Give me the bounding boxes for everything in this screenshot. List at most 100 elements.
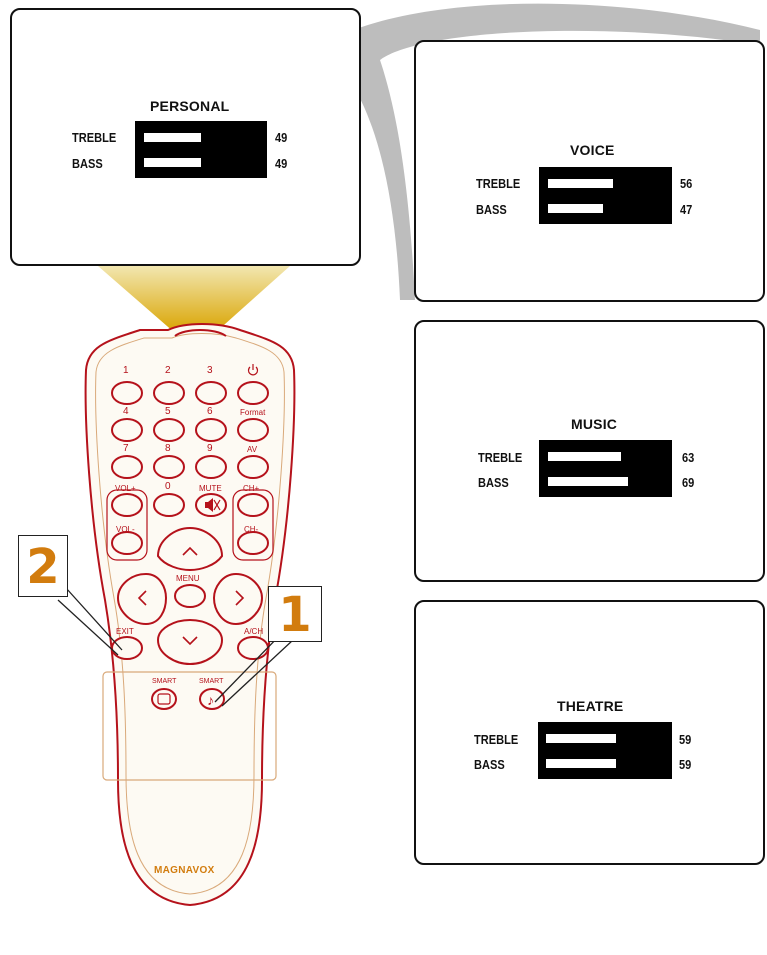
screen-music: MUSIC TREBLE BASS 63 69: [414, 320, 765, 582]
key-vol-plus: [111, 493, 143, 517]
key-7-label: 7: [123, 443, 129, 454]
bass-label: BASS: [72, 156, 103, 171]
arrow-up-icon: [182, 546, 198, 556]
callout-step-1: 1: [268, 586, 322, 643]
key-9: [195, 455, 227, 479]
key-0-label: 0: [165, 481, 171, 492]
key-1-label: 1: [123, 365, 129, 376]
bass-bar: [546, 202, 666, 215]
key-smart-picture-label: SMART: [152, 678, 177, 685]
key-menu-label: MENU: [176, 574, 200, 583]
bass-bar: [142, 156, 262, 169]
eq-panel: [539, 440, 672, 497]
treble-label: TREBLE: [476, 176, 521, 191]
bass-value: 49: [275, 156, 288, 171]
ir-window: [174, 329, 227, 337]
treble-bar: [544, 732, 666, 745]
key-power: [237, 381, 269, 405]
key-5: [153, 418, 185, 442]
bass-bar-fill: [548, 204, 603, 213]
key-exit: [111, 636, 143, 660]
bass-value: 47: [680, 202, 693, 217]
callout-2-line-b: [57, 599, 119, 656]
key-4: [111, 418, 143, 442]
light-beam: [98, 266, 290, 333]
callout-step-2-text: 2: [26, 539, 60, 595]
mode-title: VOICE: [570, 142, 615, 158]
key-8-label: 8: [165, 443, 171, 454]
mute-icon: [205, 498, 221, 512]
bass-value: 69: [682, 475, 695, 490]
screen-personal: PERSONAL TREBLE BASS 49 49: [10, 8, 361, 266]
key-a-ch-label: A/CH: [244, 627, 264, 636]
smart-panel: [102, 671, 277, 781]
treble-bar: [546, 450, 666, 463]
ch-rocker-frame: [232, 489, 274, 561]
treble-value: 56: [680, 176, 693, 191]
remote-inner-outline: [95, 333, 285, 895]
arrow-down-icon: [182, 636, 198, 646]
bass-bar-fill: [546, 759, 616, 768]
screen-theatre: THEATRE TREBLE BASS 59 59: [414, 600, 765, 865]
bass-label: BASS: [478, 475, 509, 490]
treble-value: 49: [275, 130, 288, 145]
key-smart-sound: [199, 688, 225, 710]
key-av: [237, 455, 269, 479]
treble-value: 63: [682, 450, 695, 465]
smart-picture-icon: [157, 693, 171, 705]
key-6-label: 6: [207, 406, 213, 417]
key-exit-label: EXIT: [116, 627, 134, 636]
key-smart-picture: [151, 688, 177, 710]
key-ch-plus: [237, 493, 269, 517]
transition-swoosh: [318, 3, 760, 300]
key-4-label: 4: [123, 406, 129, 417]
key-2-label: 2: [165, 365, 171, 376]
eq-panel: [538, 722, 672, 779]
bass-bar-fill: [144, 158, 201, 167]
bass-bar: [546, 475, 666, 488]
key-smart-sound-label: SMART: [199, 678, 224, 685]
callout-2-line: [65, 587, 123, 651]
brand-logo: MAGNAVOX: [154, 865, 215, 876]
mode-title: MUSIC: [571, 416, 618, 432]
key-vol-minus: [111, 531, 143, 555]
key-format: [237, 418, 269, 442]
treble-bar-fill: [144, 133, 201, 142]
key-0: [153, 493, 185, 517]
screen-voice: VOICE TREBLE BASS 56 47: [414, 40, 765, 302]
key-menu: [174, 584, 206, 608]
eq-panel: [539, 167, 672, 224]
key-format-label: Format: [240, 408, 266, 417]
eq-panel: [135, 121, 267, 178]
treble-label: TREBLE: [474, 732, 519, 747]
mode-title: PERSONAL: [150, 98, 230, 114]
mode-title: THEATRE: [557, 698, 624, 714]
callout-step-1-text: 1: [278, 587, 312, 643]
key-vol-minus-label: VOL-: [116, 525, 135, 534]
arrow-right-icon: [235, 590, 245, 606]
key-mute-label: MUTE: [199, 484, 222, 493]
treble-value: 59: [679, 732, 692, 747]
dpad-right: [212, 572, 264, 626]
treble-label: TREBLE: [478, 450, 523, 465]
key-av-label: AV: [247, 445, 258, 454]
treble-bar: [142, 131, 262, 144]
key-ch-minus: [237, 531, 269, 555]
treble-bar-fill: [548, 452, 622, 461]
arrow-left-icon: [137, 590, 147, 606]
vol-rocker-frame: [106, 489, 148, 561]
key-ch-plus-label: CH+: [243, 484, 260, 493]
callout-1-line: [214, 631, 284, 703]
smart-sound-icon: ♪: [207, 692, 214, 708]
bass-label: BASS: [476, 202, 507, 217]
bass-bar-fill: [548, 477, 629, 486]
treble-label: TREBLE: [72, 130, 117, 145]
key-ch-minus-label: CH-: [244, 525, 259, 534]
key-7: [111, 455, 143, 479]
power-icon: [247, 364, 259, 376]
key-6: [195, 418, 227, 442]
key-2: [153, 381, 185, 405]
dpad-down: [156, 618, 224, 666]
